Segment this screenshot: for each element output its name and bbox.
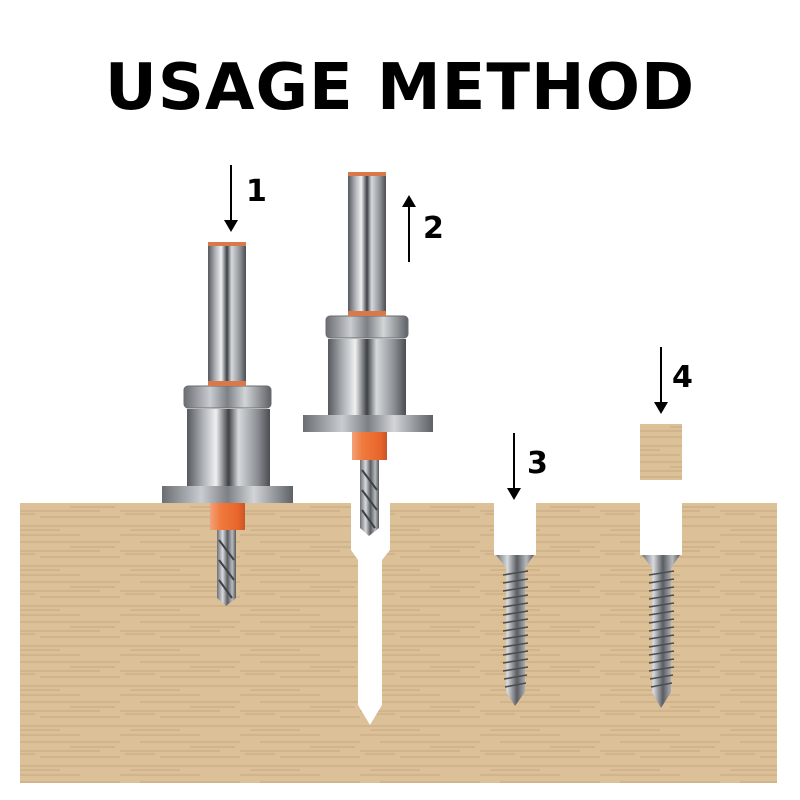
step-number-2: 2 (423, 211, 444, 246)
counterbore-hole-step-4 (640, 503, 682, 555)
step-number-4: 4 (672, 360, 693, 395)
page-title: USAGE METHOD (104, 51, 696, 125)
arrow-down-icon-step-3 (507, 433, 521, 500)
step-number-1: 1 (246, 174, 267, 209)
screw-step-4 (642, 555, 680, 708)
pilot-hole-step-2 (351, 503, 390, 725)
arrow-up-icon-step-2 (402, 195, 416, 262)
arrow-down-icon-step-4 (654, 347, 668, 414)
screw-step-3 (496, 555, 534, 706)
arrow-down-icon-step-1 (224, 165, 238, 232)
countersink-bit-2 (303, 172, 433, 536)
counterbore-hole-step-3 (494, 503, 536, 555)
step-number-3: 3 (527, 446, 548, 481)
countersink-bit-1 (162, 242, 293, 606)
wood-plug (640, 424, 682, 480)
